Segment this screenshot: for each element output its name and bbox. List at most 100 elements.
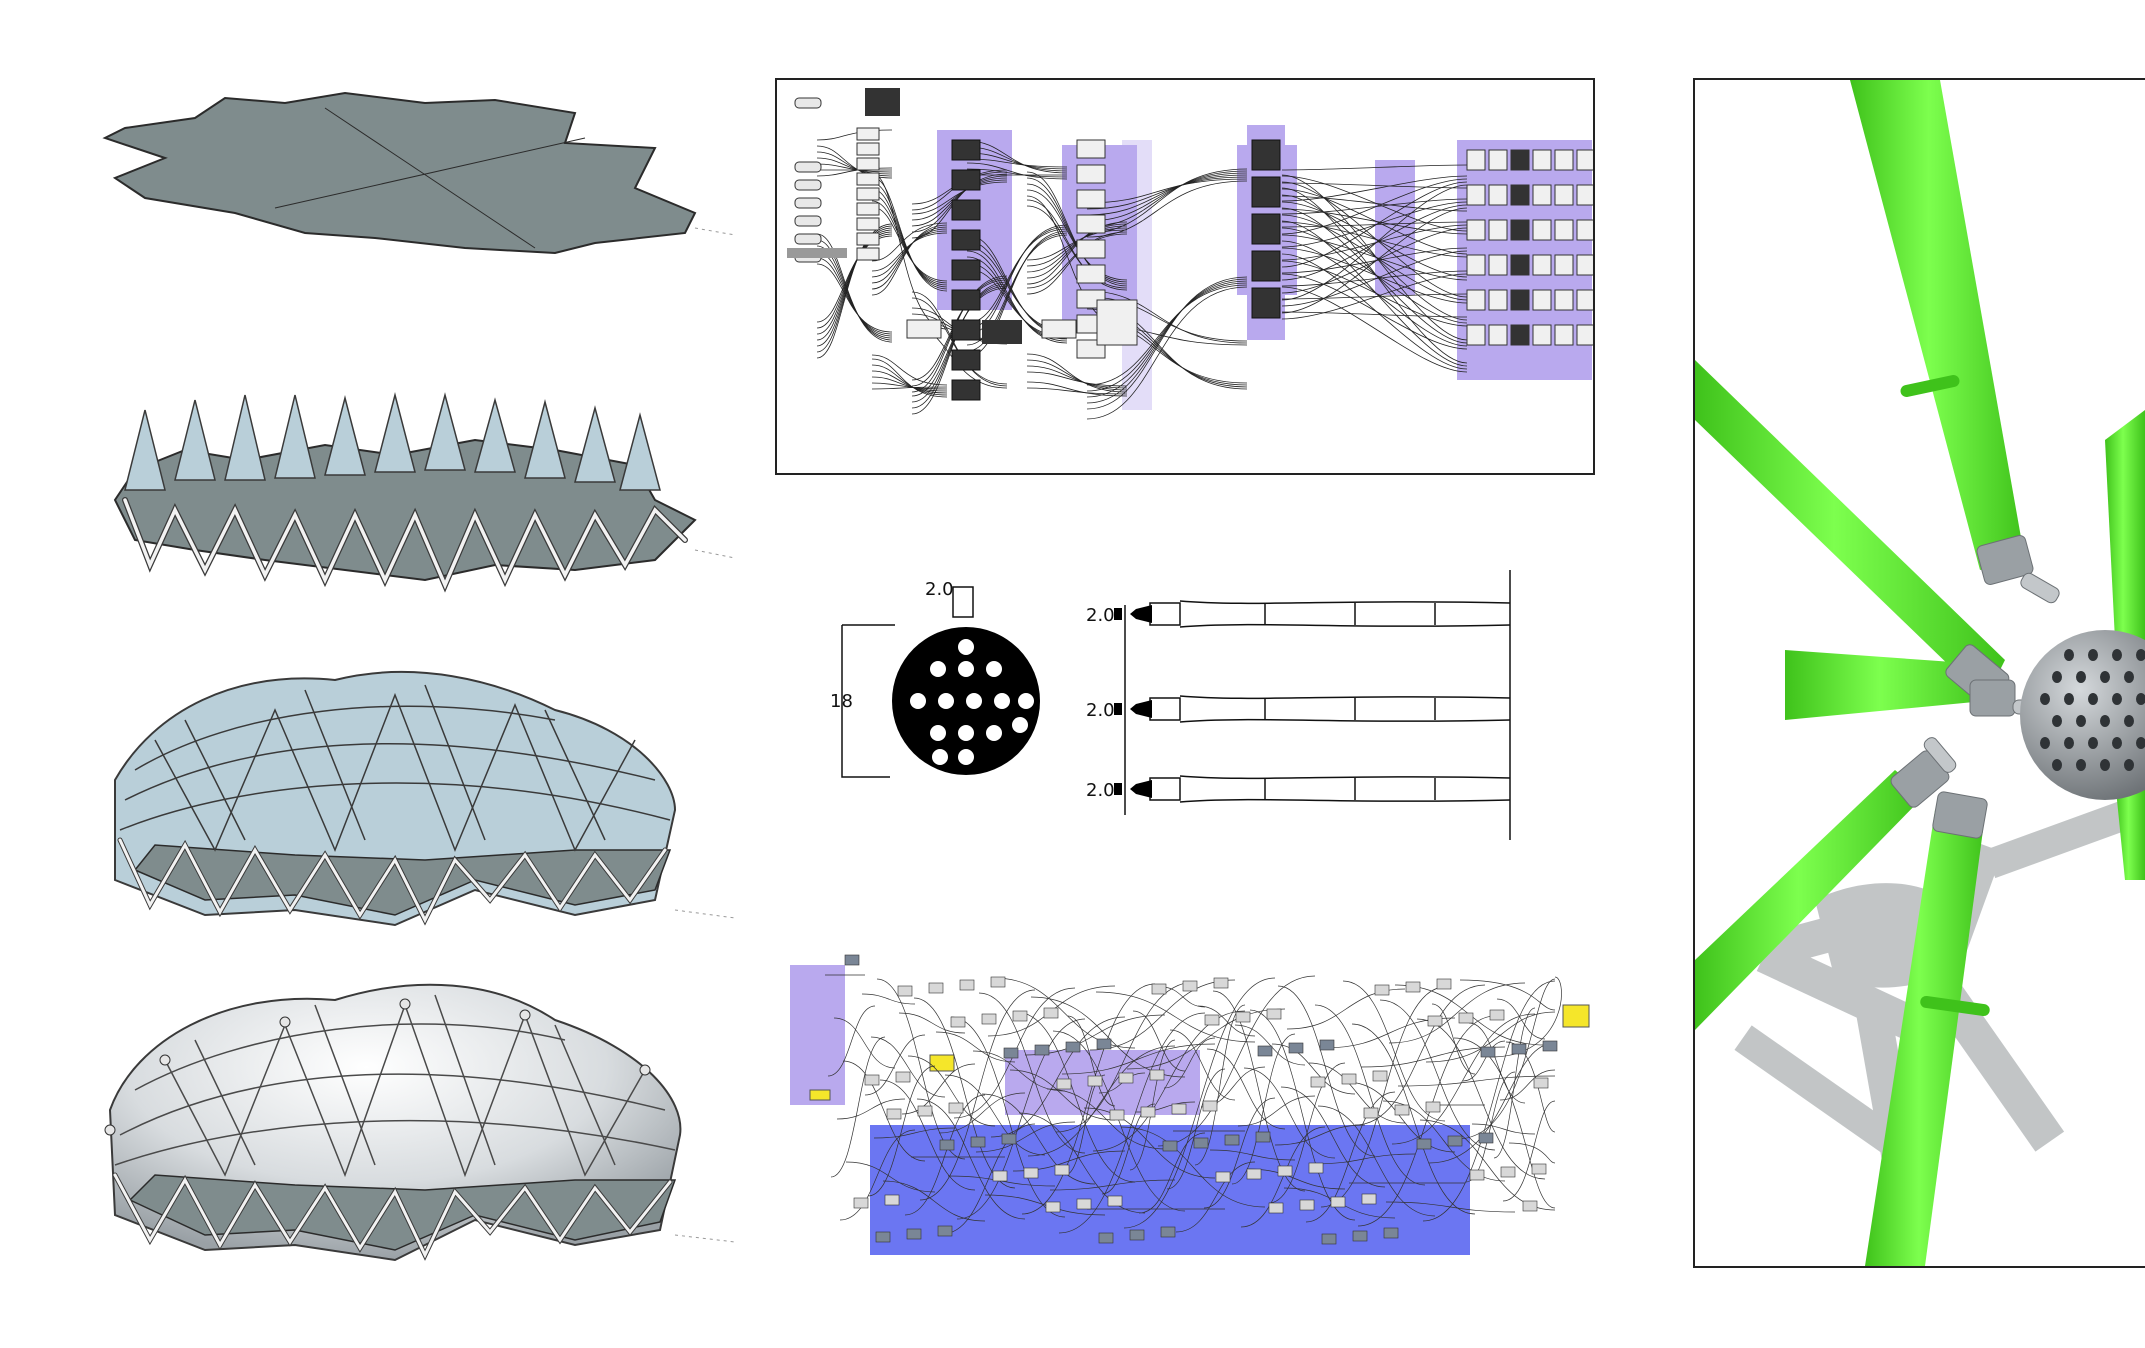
graph-wire [1086, 296, 1248, 342]
graph-node [1576, 254, 1593, 276]
graph-node [950, 1016, 966, 1028]
graph-wire [873, 1127, 956, 1139]
graph-node [1522, 1200, 1538, 1212]
graph-wire [816, 263, 893, 333]
graph-wire [1086, 172, 1248, 222]
graph-wire [1086, 176, 1248, 210]
graph-node [1532, 324, 1552, 346]
connector-render [1695, 80, 2145, 1266]
graph-wire [871, 206, 948, 282]
graph-wire [966, 250, 1068, 344]
graph-node [875, 1231, 891, 1243]
graph-wire [1281, 184, 1468, 301]
graph-node [1056, 1078, 1072, 1090]
graph-node [970, 1136, 986, 1148]
graph-wire [1157, 975, 1316, 1147]
disc-hole [966, 693, 982, 709]
graph-wire [1281, 181, 1468, 298]
graph-wire [1083, 1107, 1216, 1179]
graph-node [1341, 1073, 1357, 1085]
graph-wire [1237, 1095, 1316, 1127]
disc-hole [930, 725, 946, 741]
graph-wire [827, 1005, 876, 1077]
graph-wire [1428, 1042, 1556, 1164]
graph-wire [871, 354, 948, 386]
graph-wire [1317, 1105, 1436, 1217]
graph-wire [1281, 270, 1468, 287]
graph-node [1478, 1132, 1494, 1144]
graph-node [1129, 1229, 1145, 1241]
graph-node [1510, 184, 1530, 206]
graph-wire [1281, 247, 1468, 274]
graph-node [1416, 1138, 1432, 1150]
graph-wire [981, 1093, 1096, 1185]
graph-node [1554, 254, 1574, 276]
graph-node [1466, 149, 1486, 171]
graph-wire [1281, 227, 1468, 324]
graph-node [1204, 1014, 1220, 1026]
yellow-panel [809, 1089, 831, 1101]
graph-wire [1281, 220, 1468, 367]
graph-node [1065, 1041, 1081, 1053]
graph-wire [1086, 170, 1248, 228]
graph-wire [1274, 1124, 1366, 1146]
graph-wire [1055, 981, 1196, 1133]
graph-wire [1026, 365, 1128, 389]
graph-wire [1212, 990, 1306, 1192]
graph-wire [871, 370, 948, 394]
graph-node [951, 259, 981, 281]
graph-node [853, 1197, 869, 1209]
graph-node [1576, 289, 1593, 311]
graph-node [1532, 149, 1552, 171]
graph-wire [911, 285, 1008, 403]
graph-wire [1249, 1009, 1356, 1221]
graph-wire [1026, 227, 1128, 267]
graph-wire [871, 222, 948, 262]
sphere-hole [2112, 649, 2122, 661]
graph-wire [911, 181, 1008, 215]
sphere-hole [2124, 671, 2134, 683]
graph-node [1383, 1227, 1399, 1239]
graph-node [1182, 980, 1198, 992]
graph-node [928, 982, 944, 994]
graph-wire [1061, 1043, 1216, 1075]
graph-node [884, 1194, 900, 1206]
graph-wire [1026, 359, 1128, 391]
graph-wire [898, 1012, 966, 1034]
graph-wire [1351, 1023, 1476, 1215]
graph-node [1076, 164, 1106, 184]
pole-dimension-label-1: 2.0 [1086, 605, 1115, 626]
graph-node [1251, 139, 1281, 171]
graph-node [906, 1228, 922, 1240]
graph-wire [1357, 1015, 1496, 1227]
graph-node [1299, 1199, 1315, 1211]
disc-hole [958, 749, 974, 765]
node-graph-bottom [790, 954, 1590, 1255]
graph-node [992, 1170, 1008, 1182]
graph-wire [1281, 221, 1468, 228]
graph-node [856, 157, 880, 171]
disc-hole [1012, 717, 1028, 733]
graph-node [1213, 977, 1229, 989]
graph-wire [1314, 1004, 1426, 1186]
graph-wire [871, 376, 948, 392]
graph-wire [1026, 189, 1128, 281]
graph-wire [1018, 1112, 1146, 1214]
graph-node [1554, 289, 1574, 311]
graph-node [1489, 1009, 1505, 1021]
graph-node [1510, 149, 1530, 171]
graph-node [1321, 1233, 1337, 1245]
yellow-panel [929, 1054, 955, 1072]
graph-wire [990, 1016, 1126, 1138]
graph-node [1149, 1069, 1165, 1081]
graph-wire [911, 281, 1008, 415]
graph-wire [975, 1121, 1076, 1153]
connector-sphere-icon [2020, 630, 2145, 800]
graph-node [1466, 184, 1486, 206]
graph-node [1277, 1165, 1293, 1177]
graph-node [1087, 1075, 1103, 1087]
graph-node [1041, 319, 1077, 339]
graph-wire [911, 283, 1008, 409]
graph-node [856, 202, 880, 216]
graph-wire [1015, 1011, 1136, 1183]
